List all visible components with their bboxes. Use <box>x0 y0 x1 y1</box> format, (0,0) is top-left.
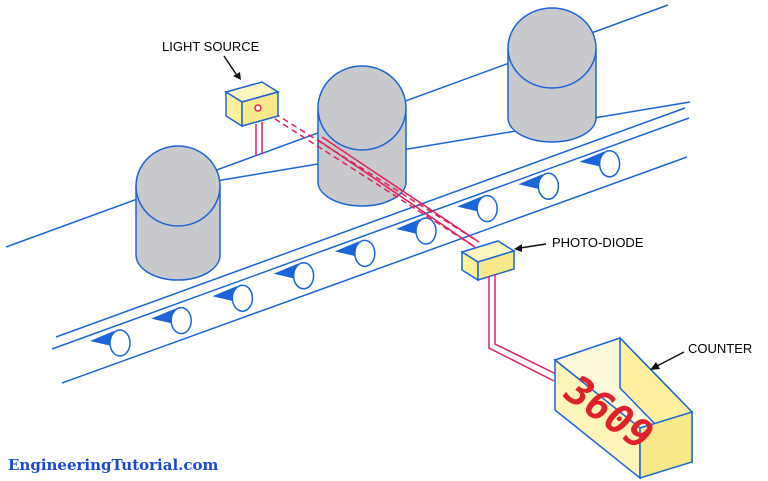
light-beam <box>257 107 480 248</box>
diode-counter-cable <box>488 274 557 382</box>
roller <box>598 150 621 178</box>
light-source-mount <box>255 122 263 156</box>
cylinder-left <box>135 145 221 281</box>
roller <box>292 262 315 290</box>
counter-device <box>553 336 694 480</box>
cylinder-middle <box>317 65 407 207</box>
callout-arrows <box>223 55 685 370</box>
roller <box>231 284 254 312</box>
roller <box>109 329 131 357</box>
conveyor-rollers <box>90 150 621 357</box>
counter-label: COUNTER <box>688 341 752 356</box>
photo-diode-box <box>460 240 516 282</box>
roller <box>537 172 560 200</box>
roller <box>354 239 376 268</box>
light-source-label: LIGHT SOURCE <box>162 39 260 54</box>
light-source-box <box>224 81 280 128</box>
roller-conveyor <box>51 107 690 384</box>
cylinder-right <box>507 7 597 143</box>
roller <box>170 306 192 335</box>
photo-diode-label: PHOTO-DIODE <box>552 235 644 250</box>
roller <box>415 217 437 245</box>
watermark: EngineeringTutorial.com <box>8 456 219 474</box>
roller <box>476 194 498 223</box>
